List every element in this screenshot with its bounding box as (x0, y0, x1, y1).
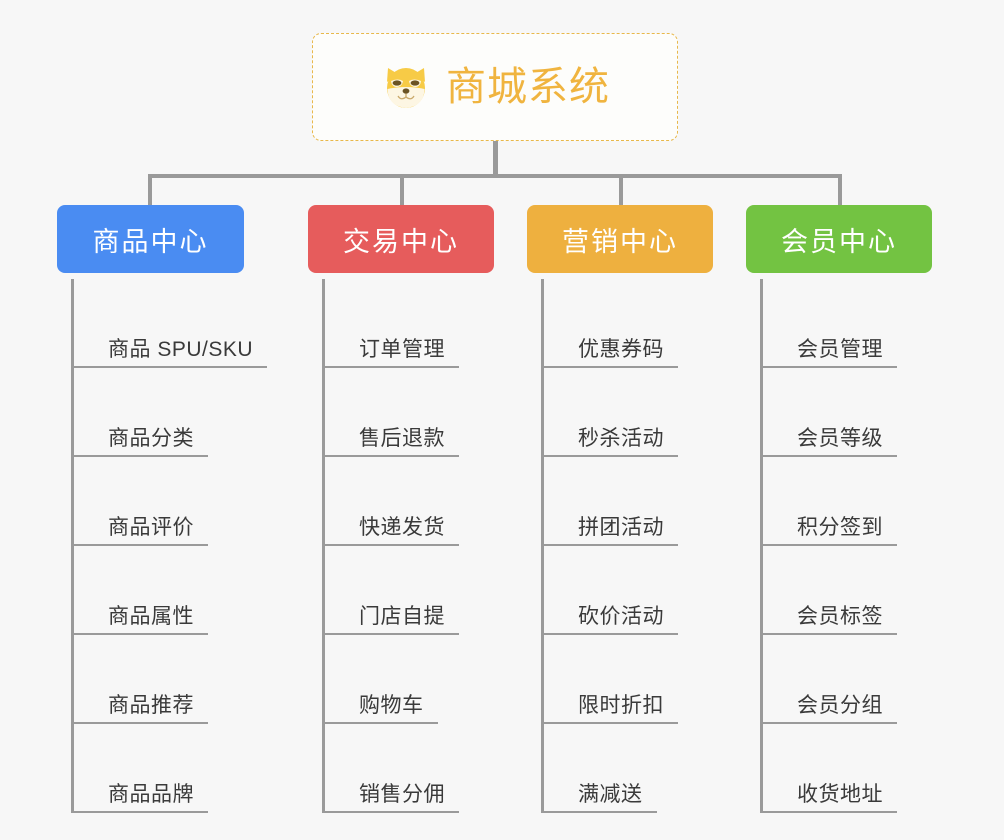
list-item[interactable]: 商品推荐 (71, 635, 253, 724)
connector-drop-marketing-center (619, 174, 623, 205)
list-item[interactable]: 会员管理 (760, 279, 897, 368)
connector-drop-trade-center (400, 174, 404, 205)
list-item[interactable]: 砍价活动 (541, 546, 678, 635)
connector-horizontal-bus (148, 174, 842, 178)
list-item[interactable]: 商品分类 (71, 368, 253, 457)
list-item-label: 优惠券码 (544, 333, 678, 368)
connector-drop-member-center (838, 174, 842, 205)
list-item-label: 会员标签 (763, 600, 897, 635)
category-box-product-center[interactable]: 商品中心 (57, 205, 244, 273)
list-item-label: 商品推荐 (74, 689, 208, 724)
column-trade-center: 订单管理 售后退款 快递发货 门店自提 购物车 销售分佣 (322, 279, 459, 813)
connector-drop-product-center (148, 174, 152, 205)
list-item-label: 满减送 (544, 778, 656, 813)
list-item[interactable]: 优惠券码 (541, 279, 678, 368)
list-item[interactable]: 订单管理 (322, 279, 459, 368)
list-item-label: 快递发货 (325, 511, 459, 546)
category-title-trade-center: 交易中心 (343, 226, 459, 257)
list-item-label: 订单管理 (325, 333, 459, 368)
list-item[interactable]: 会员等级 (760, 368, 897, 457)
list-item-label: 商品属性 (74, 600, 208, 635)
category-box-marketing-center[interactable]: 营销中心 (527, 205, 713, 273)
list-item[interactable]: 商品品牌 (71, 724, 253, 813)
category-title-marketing-center: 营销中心 (562, 226, 678, 257)
list-item[interactable]: 拼团活动 (541, 457, 678, 546)
connector-root-stem (493, 141, 498, 177)
list-item-label: 售后退款 (325, 422, 459, 457)
list-item-label: 拼团活动 (544, 511, 678, 546)
category-title-member-center: 会员中心 (781, 226, 897, 257)
list-item[interactable]: 限时折扣 (541, 635, 678, 724)
root-node-title: 商城系统 (446, 65, 610, 109)
list-item[interactable]: 销售分佣 (322, 724, 459, 813)
list-item-label: 砍价活动 (544, 600, 678, 635)
list-item-label: 会员等级 (763, 422, 897, 457)
list-item[interactable]: 售后退款 (322, 368, 459, 457)
list-item-label: 积分签到 (763, 511, 897, 546)
category-box-member-center[interactable]: 会员中心 (746, 205, 932, 273)
list-item-label: 商品评价 (74, 511, 208, 546)
list-item-label: 商品分类 (74, 422, 208, 457)
list-item[interactable]: 商品评价 (71, 457, 253, 546)
list-item-label: 会员分组 (763, 689, 897, 724)
column-product-center: 商品 SPU/SKU 商品分类 商品评价 商品属性 商品推荐 商品品牌 (71, 279, 268, 813)
shiba-dog-icon (380, 62, 432, 112)
category-title-product-center: 商品中心 (92, 226, 209, 257)
list-item-label: 收货地址 (763, 778, 897, 813)
list-item-label: 销售分佣 (325, 778, 459, 813)
column-marketing-center: 优惠券码 秒杀活动 拼团活动 砍价活动 限时折扣 满减送 (541, 279, 678, 813)
list-item-label: 限时折扣 (544, 689, 678, 724)
list-item-label: 会员管理 (763, 333, 897, 368)
list-item[interactable]: 购物车 (322, 635, 445, 724)
column-member-center: 会员管理 会员等级 积分签到 会员标签 会员分组 收货地址 (760, 279, 897, 813)
list-item-label: 购物车 (325, 689, 437, 724)
list-item[interactable]: 积分签到 (760, 457, 897, 546)
list-item[interactable]: 快递发货 (322, 457, 459, 546)
list-item[interactable]: 满减送 (541, 724, 664, 813)
list-item[interactable]: 会员标签 (760, 546, 897, 635)
list-item[interactable]: 会员分组 (760, 635, 897, 724)
list-item-label: 秒杀活动 (544, 422, 678, 457)
list-item-label: 商品品牌 (74, 778, 208, 813)
root-node-shop-system[interactable]: 商城系统 (312, 33, 678, 141)
list-item-label: 商品 SPU/SKU (73, 333, 268, 368)
list-item[interactable]: 商品属性 (71, 546, 253, 635)
list-item[interactable]: 商品 SPU/SKU (71, 279, 268, 368)
list-item[interactable]: 秒杀活动 (541, 368, 678, 457)
list-item[interactable]: 门店自提 (322, 546, 459, 635)
list-item-label: 门店自提 (325, 600, 459, 635)
category-box-trade-center[interactable]: 交易中心 (308, 205, 494, 273)
list-item[interactable]: 收货地址 (760, 724, 897, 813)
root-node-content: 商城系统 (380, 62, 610, 112)
